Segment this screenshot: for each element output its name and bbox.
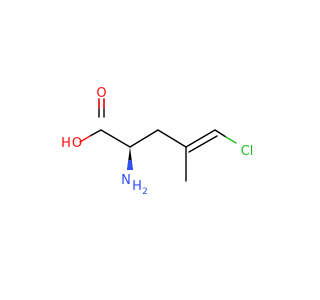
bond-c3-c4 xyxy=(157,129,187,148)
bond-c2-n-wedge-blue xyxy=(127,160,133,170)
atom-amine-n: N xyxy=(121,173,131,188)
molecule-structure: O H O N H 2 Cl xyxy=(61,86,254,197)
bond-c5-cl-green xyxy=(225,136,237,144)
bond-c1-oh-red xyxy=(79,135,91,143)
atom-carbonyl-oxygen: O xyxy=(96,86,106,101)
atom-chlorine: Cl xyxy=(241,144,254,159)
bond-c4-c5-a xyxy=(185,129,216,148)
bond-c1-oh xyxy=(89,129,102,137)
atom-amine-h: H xyxy=(132,179,142,194)
bond-c2-c3 xyxy=(129,129,159,148)
bond-c1-c2 xyxy=(100,129,131,148)
bond-c5-cl xyxy=(214,129,227,138)
atom-amine-subscript: 2 xyxy=(142,187,148,197)
atom-hydroxyl-o: O xyxy=(72,136,82,151)
bond-c4-c5-b xyxy=(188,135,218,153)
bonds xyxy=(79,98,237,182)
atom-hydroxyl-h: H xyxy=(61,136,71,151)
